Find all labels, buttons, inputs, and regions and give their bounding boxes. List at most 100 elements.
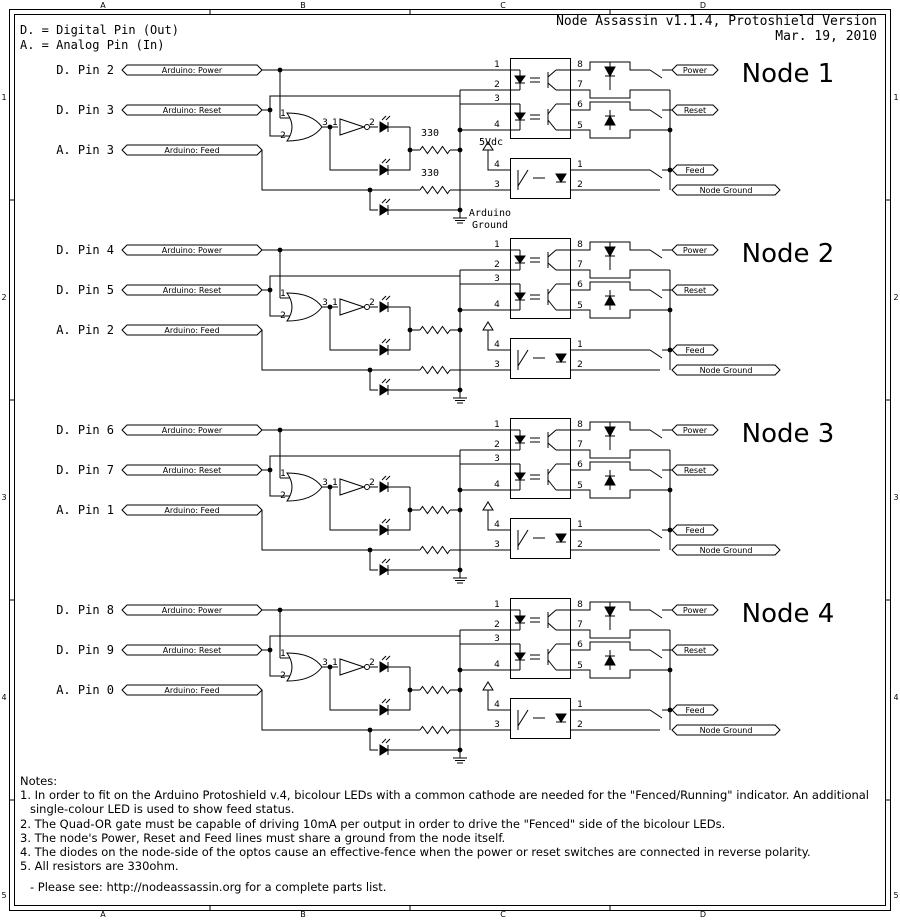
wire [388, 307, 411, 351]
resistor-zigzag [419, 185, 451, 195]
opto-pin-number: 7 [577, 80, 583, 90]
gate-pin-number: 2 [280, 491, 286, 501]
port-label: Arduino: Power [162, 66, 223, 75]
arduino-feed-port: Arduino: Feed [121, 144, 263, 156]
switch-lead [649, 289, 663, 299]
opto-pin-number: 1 [494, 420, 500, 430]
or-gate: 123 [280, 289, 328, 322]
opto-reset [500, 103, 570, 131]
resistor [419, 365, 451, 375]
wire [570, 89, 660, 99]
led-triangle [379, 121, 389, 133]
wire [369, 190, 378, 211]
vcc-label: 5Vdc [479, 137, 503, 148]
wire [261, 150, 420, 191]
led-triangle [379, 344, 389, 356]
running-led [379, 295, 391, 313]
opto-box [510, 598, 571, 679]
resistor-zigzag [419, 365, 451, 375]
opto-box [510, 338, 571, 379]
protection-diode-reset [604, 110, 616, 130]
protection-diode-power [604, 422, 616, 442]
opto-emitter [547, 262, 557, 271]
port-label: Node Ground [700, 366, 753, 375]
wire [369, 550, 378, 571]
row-label-left: 1 [1, 93, 6, 102]
feed-pin-label: A. Pin 0 [56, 683, 114, 697]
resistor [419, 325, 451, 335]
node-title: Node 2 [742, 239, 835, 269]
node-power-port: Power [671, 244, 719, 256]
note-2: 2. The Quad-OR gate must be capable of d… [20, 816, 726, 831]
opto-pin-number: 5 [577, 301, 583, 311]
wire [261, 510, 420, 551]
column-label-bottom: D [700, 910, 706, 919]
gate-pin-number: 3 [322, 298, 328, 308]
arduino-reset-port: Arduino: Reset [121, 284, 263, 296]
opto-pin-number: 1 [494, 600, 500, 610]
opto-led [514, 615, 526, 624]
protection-diode-power [604, 62, 616, 82]
opto-pin-number: 1 [577, 700, 583, 710]
note-5: 5. All resistors are 330ohm. [20, 859, 179, 874]
opto-pin-number: 4 [494, 660, 500, 670]
opto-emitter [547, 622, 557, 631]
led-arrow [381, 698, 387, 704]
gate-pin-number: 2 [369, 478, 375, 488]
opto-pin-number: 2 [494, 260, 500, 270]
diode-triangle [604, 246, 616, 258]
inverter-body [339, 478, 366, 496]
inverter-bubble [364, 124, 370, 130]
opto-pin-number: 6 [577, 280, 583, 290]
junction-dot [457, 567, 463, 573]
opto-pin-number: 6 [577, 460, 583, 470]
opto-pin-number: 4 [494, 340, 500, 350]
schematic-title: Node Assassin v1.1.4, Protoshield Versio… [556, 14, 877, 29]
port-outline [671, 544, 781, 556]
reset-pin-label: D. Pin 9 [56, 643, 114, 657]
column-label-top: C [500, 1, 506, 10]
junction-dot [457, 687, 463, 693]
gate-pin-number: 2 [280, 671, 286, 681]
running-led [379, 115, 391, 133]
ground-symbol [453, 577, 467, 584]
opto-led [514, 112, 526, 121]
feed-led [379, 558, 391, 576]
fenced-led [379, 158, 391, 176]
opto-pin-number: 3 [494, 360, 500, 370]
arduino-power-port: Arduino: Power [121, 424, 263, 436]
opto-emitter [547, 119, 557, 131]
port-outline [671, 704, 719, 716]
port-label: Arduino: Reset [163, 286, 222, 295]
node-ground-port: Node Ground [671, 364, 781, 376]
opto-pin-number: 3 [494, 540, 500, 550]
wire [269, 275, 500, 290]
row-label-right: 2 [893, 293, 898, 302]
or-gate-body [286, 472, 323, 502]
resistor-value: 330 [421, 128, 439, 139]
opto-feed-package [510, 158, 571, 199]
wire [261, 330, 420, 371]
port-label: Arduino: Feed [164, 506, 219, 515]
port-label: Arduino: Power [162, 426, 223, 435]
switch-lead [649, 709, 663, 719]
opto-pin-number: 3 [494, 180, 500, 190]
protection-diode-reset [604, 470, 616, 490]
led-arrow [381, 518, 387, 524]
switch-lead [649, 649, 663, 659]
gate-pin-number: 2 [280, 131, 286, 141]
row-label-left: 4 [1, 693, 6, 702]
opto-pin-number: 2 [494, 80, 500, 90]
arduino-reset-port: Arduino: Reset [121, 464, 263, 476]
gate-pin-number: 1 [280, 109, 286, 119]
opto-led [514, 652, 526, 661]
or-gate: 123 [280, 469, 328, 502]
opto-pin-number: 1 [577, 340, 583, 350]
opto-collector [547, 249, 557, 258]
opto-pin-number: 8 [577, 60, 583, 70]
inner-border [14, 14, 886, 906]
led-arrow [385, 115, 391, 121]
opto-pin-number: 4 [494, 160, 500, 170]
